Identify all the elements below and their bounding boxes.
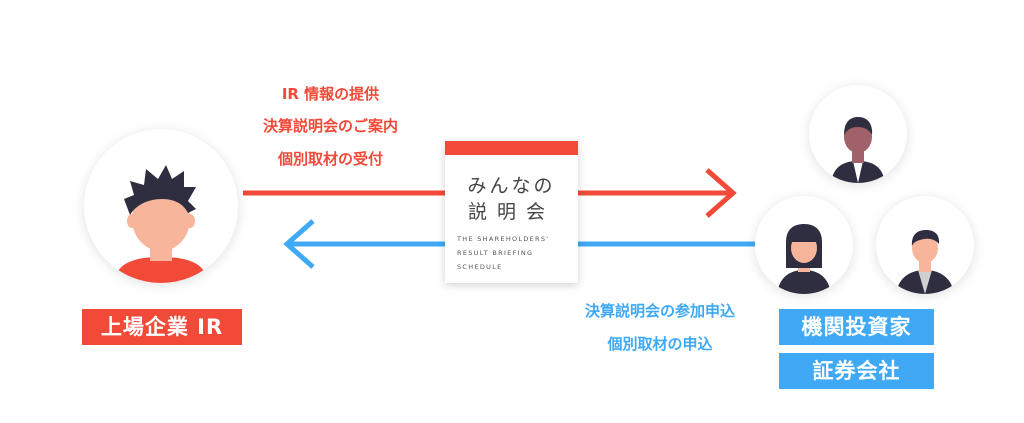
investor-avatar-right <box>876 196 974 294</box>
investor-avatar-icon <box>831 117 885 183</box>
top-flow-line-2: 決算説明会のご案内 <box>262 117 398 135</box>
top-flow-line-1: IR 情報の提供 <box>281 85 380 103</box>
logo-title-line-2: 説明会 <box>467 201 555 223</box>
logo-subtitle-line-1: THE SHAREHOLDERS' <box>457 235 550 243</box>
investor-avatar-top <box>809 85 907 183</box>
logo-subtitle-line-2: RESULT BRIEFING <box>457 249 534 257</box>
logo-card-header-bar <box>445 141 578 155</box>
logo-title-line-1: みんなの <box>467 175 556 197</box>
investor-avatar-icon <box>777 224 831 294</box>
company-ir-label: 上場企業 IR <box>82 309 242 345</box>
bottom-flow-line-2: 個別取材の申込 <box>607 335 713 353</box>
investor-avatar-left <box>755 196 853 294</box>
institutional-investor-label: 機関投資家 <box>779 309 934 345</box>
bottom-flow-line-1: 決算説明会の参加申込 <box>584 302 735 320</box>
red-arrow-head <box>705 168 737 218</box>
logo-subtitle-line-3: SCHEDULE <box>457 263 503 271</box>
company-ir-avatar-icon <box>114 165 208 283</box>
logo-card: みんなの 説明会 THE SHAREHOLDERS' RESULT BRIEFI… <box>445 141 578 283</box>
top-flow-line-3: 個別取材の受付 <box>277 150 383 168</box>
company-ir-avatar <box>84 129 238 283</box>
securities-company-label: 証券会社 <box>779 353 934 389</box>
blue-arrow-head <box>283 219 315 269</box>
investor-avatar-icon <box>896 230 954 294</box>
